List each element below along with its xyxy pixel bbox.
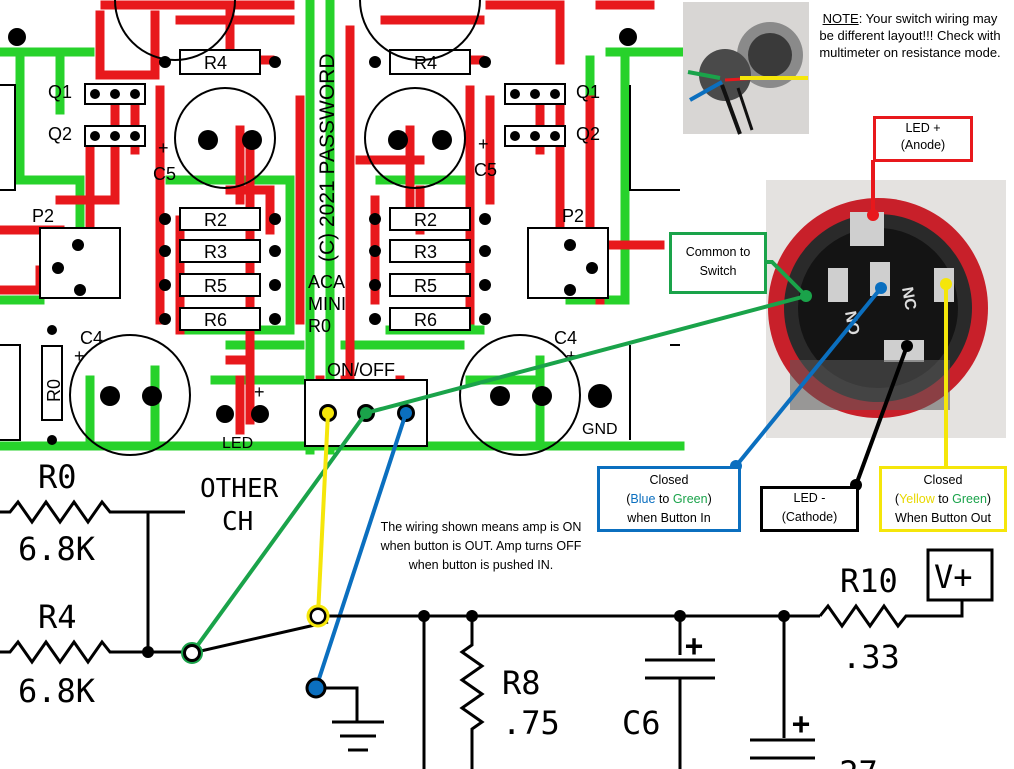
pcb-label-gnd: GND [582, 421, 618, 438]
switch-terminal-on-ring [306, 604, 330, 628]
pcb-label-c5-left: C5 [153, 164, 176, 184]
callout-closed-out-line2: (Yellow to Green) [894, 492, 992, 506]
callout-common-switch: Common to Switch [669, 232, 767, 294]
note-title: NOTE [822, 11, 859, 26]
schematic-vplus-label: V+ [934, 558, 973, 596]
schematic-r10-value: .33 [842, 638, 900, 676]
pcb-label-c4-left: C4 [80, 328, 103, 348]
pcb-label-c5-right: C5 [474, 160, 497, 180]
schematic-c6-label: C6 [622, 704, 661, 742]
pcb-label-q1-left: Q1 [48, 82, 72, 102]
pcb-label-p2-right: P2 [562, 206, 584, 226]
callout-led-anode-line1: LED + [905, 121, 941, 135]
pcb-label-r2-right: R2 [414, 210, 437, 230]
pcb-label-r4-left: R4 [204, 53, 227, 73]
schematic-r8-label: R8 [502, 664, 541, 702]
pcb-plus-c5-right: + [478, 134, 489, 154]
callout-led-anode: LED + (Anode) [873, 116, 973, 162]
schematic-r8-value: .75 [502, 704, 560, 742]
pcb-label-r4-right: R4 [414, 53, 437, 73]
schematic-r4-value: 6.8K [18, 672, 96, 710]
callout-closed-out-line1: Closed [923, 473, 963, 487]
pcb-label-q2-right: Q2 [576, 124, 600, 144]
schematic-r10-label: R10 [840, 562, 898, 600]
switch-terminal-on [308, 606, 328, 626]
pcb-layout: Q1 Q2 Q1 Q2 R4 R4 R2 R3 R5 R6 R2 R3 R5 R… [0, 0, 685, 456]
schematic-other-ch-line2: CH [222, 507, 253, 537]
pcb-label-on-off: ON/OFF [327, 360, 395, 380]
callout-led-anode-line2: (Anode) [900, 138, 946, 152]
callout-led-cathode: LED - (Cathode) [760, 486, 859, 532]
pcb-plus-led: + [254, 382, 265, 402]
pcb-board-name-line3: R0 [308, 316, 331, 336]
callout-closed-out-green: Green [952, 492, 987, 506]
pcb-label-r3-left: R3 [204, 242, 227, 262]
callout-closed-in-line2: (Blue to Green) [626, 492, 712, 506]
pcb-board-name-line1: ACA [308, 272, 345, 292]
callout-common-line1: Common to [685, 245, 751, 259]
schematic-nodes [142, 610, 790, 658]
schematic-r0-label: R0 [38, 458, 77, 496]
callout-closed-out-yellow: Yellow [899, 492, 935, 506]
pcb-label-led: LED [222, 435, 253, 452]
schematic-r4-label: R4 [38, 598, 77, 636]
pcb-label-r6-left: R6 [204, 310, 227, 330]
pcb-board-name-line2: MINI [308, 294, 346, 314]
pcb-copyright: (C) 2021 PASSWORD [316, 54, 339, 263]
callout-common-line2: Switch [699, 264, 737, 278]
callout-closed-in-green: Green [672, 492, 708, 506]
switch-terminal-common [182, 643, 202, 663]
wiring-explanation: The wiring shown means amp is ON when bu… [380, 520, 582, 572]
switch-terminal-common-ring [181, 642, 203, 664]
schematic-other-ch-line1: OTHER [200, 474, 279, 504]
pcb-label-c4-right: C4 [554, 328, 577, 348]
pcb-label-r5-left: R5 [204, 276, 227, 296]
pcb-label-r6-right: R6 [414, 310, 437, 330]
pcb-label-r2-left: R2 [204, 210, 227, 230]
schematic-partial-value: .27 [820, 754, 878, 769]
pcb-plus-c5-left: + [158, 138, 169, 158]
connector-lines [190, 160, 948, 689]
pcb-label-p2-left: P2 [32, 206, 54, 226]
callout-closed-in-line1: Closed [649, 473, 689, 487]
schematic-c-plus: + [792, 707, 810, 742]
schematic-c6-plus: + [685, 629, 703, 664]
switch-terminal-off [305, 677, 327, 699]
switch-wiring-note: NOTE: Your switch wiring may be differen… [818, 10, 1002, 61]
pcb-label-r0: R0 [44, 379, 64, 402]
schematic [0, 499, 964, 769]
callout-closed-button-out: Closed (Yellow to Green) When Button Out [879, 466, 1007, 532]
pcb-plus-c4-right: + [566, 346, 577, 366]
callout-closed-out-line3: When Button Out [895, 511, 991, 525]
vplus-box [926, 548, 994, 602]
pcb-label-q1-right: Q1 [576, 82, 600, 102]
pcb-label-r3-right: R3 [414, 242, 437, 262]
callout-led-cathode-line1: LED - [793, 491, 826, 505]
callout-led-cathode-line2: (Cathode) [781, 510, 838, 524]
pcb-plus-c4-left: + [74, 346, 85, 366]
switch-pin-nc: NC [898, 286, 919, 312]
note-text: : Your switch wiring may be different la… [819, 11, 1001, 60]
switch-photo-small [683, 2, 809, 135]
callout-closed-in-blue: Blue [630, 492, 656, 506]
pcb-label-r5-right: R5 [414, 276, 437, 296]
callout-closed-in-line3: when Button In [627, 511, 711, 525]
pcb-label-q2-left: Q2 [48, 124, 72, 144]
schematic-r0-value: 6.8K [18, 530, 96, 568]
callout-closed-button-in: Closed (Blue to Green) when Button In [597, 466, 741, 532]
